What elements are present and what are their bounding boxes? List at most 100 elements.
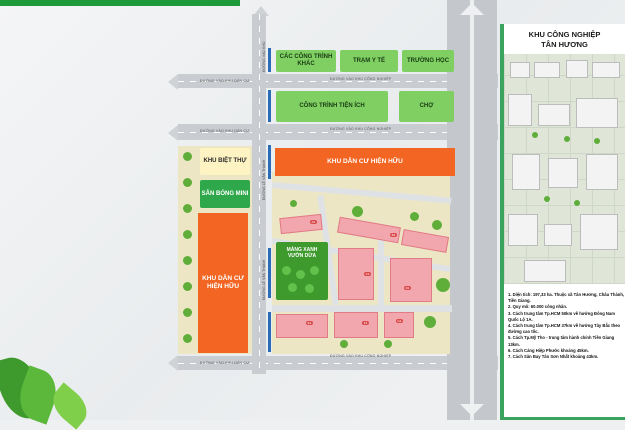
tree-icon [574, 200, 580, 206]
factory-building [538, 104, 570, 126]
industrial-park-map [504, 54, 625, 284]
zone-mang-xanh-vuon-dua: MẢNG XANH VƯỜN DỪA [286, 247, 318, 259]
tree-icon [384, 340, 392, 348]
road-edge [268, 48, 271, 72]
road-edge [268, 90, 271, 122]
tree-icon [532, 132, 538, 138]
road-lane [178, 132, 498, 133]
zone-cho: CHỢ [399, 91, 454, 122]
tree-icon [183, 282, 192, 291]
factory-building [534, 62, 560, 78]
internal-road [378, 230, 384, 310]
arrow-left-icon [168, 74, 178, 90]
factory-building [586, 154, 618, 190]
info-item: 2. Quy mô: 60.000 công nhân. [508, 304, 568, 310]
lot-label: E1 [306, 321, 313, 325]
tree-icon [183, 152, 192, 161]
tree-icon [282, 266, 291, 275]
lot-label: D1 [404, 286, 411, 290]
tree-icon [288, 283, 297, 292]
zone-san-bong-mini: SÂN BÓNG MINI [200, 180, 250, 208]
tree-icon [436, 278, 450, 292]
road-label: ĐƯỜNG VÀO KHU DÂN CƯ [200, 129, 250, 133]
lot[interactable] [276, 314, 328, 338]
tree-icon [183, 256, 192, 265]
tree-icon [410, 212, 419, 221]
tree-icon [183, 230, 192, 239]
road-lane [178, 81, 498, 82]
internal-road [272, 305, 452, 312]
road-label: ĐƯỜNG VÀO KHU DÂN CƯ [200, 361, 250, 365]
factory-building [512, 154, 540, 190]
factory-building [544, 224, 572, 246]
tree-icon [424, 316, 436, 328]
info-item: 3. Cách trung tâm Tp.HCM 50km về hướng Đ… [508, 310, 615, 322]
factory-building [510, 62, 530, 78]
zone-cac-cong-trinh-khac: CÁC CÔNG TRÌNH KHÁC [276, 50, 336, 72]
tree-icon [183, 204, 192, 213]
road-edge [268, 145, 271, 179]
factory-building [508, 94, 532, 126]
tree-icon [290, 200, 297, 207]
factory-building [576, 98, 618, 128]
arrow-up-icon [460, 3, 484, 15]
road-label: ĐƯỜNG VÀO KHU CÔNG NGHIỆP [330, 127, 392, 131]
tree-icon [296, 270, 305, 279]
info-item: 7. Cách Sân Bay Tân Sơn Nhất khoảng 43km… [508, 354, 599, 360]
zone-cong-trinh-tien-ich: CÔNG TRÌNH TIỆN ÍCH [276, 91, 388, 122]
lot-label: A1 [310, 220, 317, 224]
zone-tram-y-te: TRẠM Y TẾ [340, 50, 398, 72]
factory-building [580, 214, 618, 250]
lot[interactable] [384, 312, 414, 338]
factory-building [592, 62, 620, 78]
factory-building [566, 60, 588, 78]
tree-icon [310, 266, 319, 275]
tree-icon [594, 138, 600, 144]
info-item: 1. Diện tích: 197,33 ha. Thuộc xã Tân Hư… [508, 292, 625, 304]
arrow-left-icon [168, 355, 178, 371]
zone-khu-biet-thu: KHU BIỆT THỰ [200, 148, 250, 175]
road-label: ĐƯỜNG LÊ VĂN THẠNH [262, 159, 266, 200]
lot-label: C1 [364, 272, 371, 276]
tree-icon [432, 220, 442, 230]
lot[interactable] [390, 258, 432, 302]
brand-bar [0, 0, 240, 6]
tree-icon [352, 206, 363, 217]
lot-label: G1 [396, 319, 403, 323]
tree-icon [183, 334, 192, 343]
info-item: 6. Cách Cảng Hiệp Phước khoảng 45km. [508, 347, 589, 353]
road-edge [268, 312, 271, 352]
road-edge [268, 248, 271, 298]
panel-title: KHU CÔNG NGHIỆP TÂN HƯƠNG [504, 30, 625, 50]
lot[interactable] [334, 312, 378, 338]
zone-khu-dan-cu-hien-huu-left: KHU DÂN CƯ HIỆN HỮU [198, 213, 248, 353]
panel-title-line1: KHU CÔNG NGHIỆP [528, 30, 601, 39]
info-item: 4. Cách trung tâm Tp.HCM 37km về hướng T… [508, 323, 621, 335]
zone-truong-hoc: TRƯỜNG HỌC [402, 50, 454, 72]
arrow-left-icon [168, 125, 178, 141]
road-label: ĐƯỜNG LÊ VĂN THẠNH [262, 259, 266, 300]
factory-building [548, 158, 578, 188]
lot-label: F1 [362, 321, 369, 325]
info-item: 5. Cách Tp.Mỹ Tho - trung tâm hành chính… [508, 335, 615, 347]
arrow-up-icon [253, 6, 269, 16]
road-lane [178, 363, 498, 364]
road-label: ĐƯỜNG VÀO KHU CÔNG NGHIỆP [330, 354, 392, 358]
lot-label: B1 [390, 233, 397, 237]
zone-khu-dan-cu-hien-huu-top: KHU DÂN CƯ HIỆN HỮU [275, 148, 455, 176]
road-label: ĐƯỜNG VÀO KHU [262, 41, 266, 73]
road-label: ĐƯỜNG VÀO KHU CÔNG NGHIỆP [330, 77, 392, 81]
highway-median [470, 0, 474, 420]
panel-title-line2: TÂN HƯƠNG [541, 40, 588, 49]
tree-icon [305, 284, 314, 293]
road-lane [259, 14, 260, 374]
tree-icon [340, 340, 348, 348]
tree-icon [183, 308, 192, 317]
factory-building [524, 260, 566, 282]
info-list: 1. Diện tích: 197,33 ha. Thuộc xã Tân Hư… [508, 292, 625, 360]
road-label: ĐƯỜNG VÀO KHU DÂN CƯ [200, 79, 250, 83]
tree-icon [544, 196, 550, 202]
factory-building [508, 214, 538, 246]
tree-icon [564, 136, 570, 142]
tree-icon [183, 178, 192, 187]
